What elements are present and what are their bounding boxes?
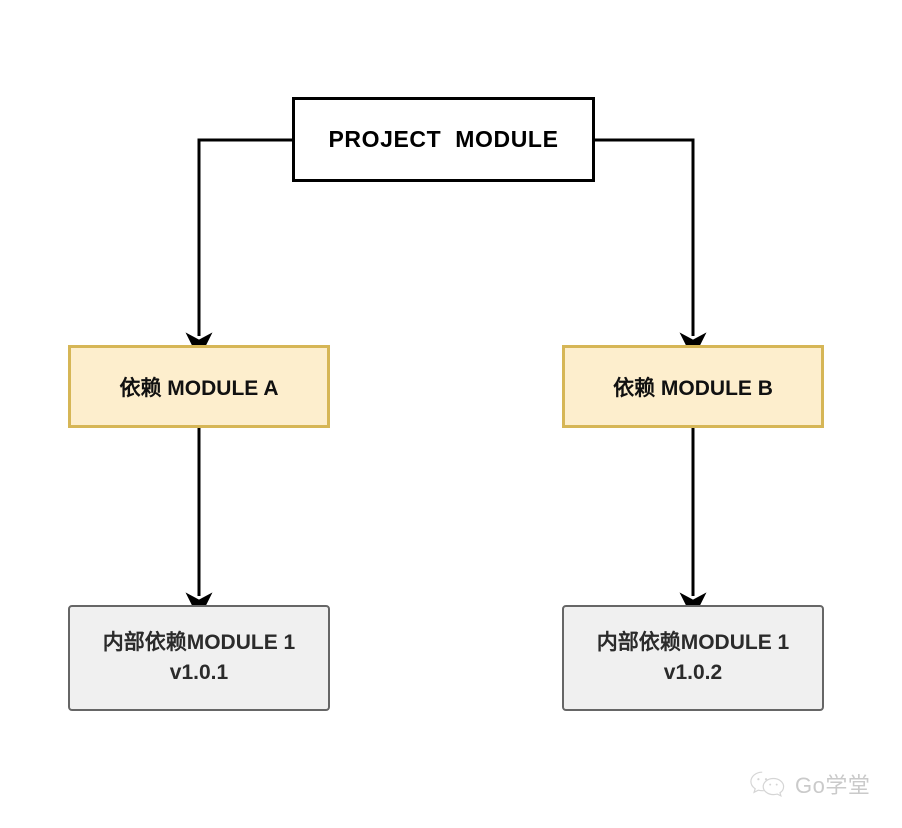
node-internal-module-1-v102-version: v1.0.2 — [663, 661, 723, 684]
node-dependency-module-b-label: 依赖 MODULE B — [613, 376, 773, 400]
wechat-icon — [750, 771, 785, 798]
node-dependency-module-a-label: 依赖 MODULE A — [119, 376, 279, 400]
edge-root-to-module-a — [185, 138, 292, 360]
watermark-label: Go学堂 — [795, 773, 871, 798]
node-internal-module-1-v102-label: 内部依赖MODULE 1 — [596, 630, 790, 654]
node-project-module-label: PROJECT MODULE — [328, 126, 559, 152]
edge-root-to-module-b — [595, 138, 707, 360]
watermark: Go学堂 — [748, 768, 870, 800]
node-internal-module-1-v101-label: 内部依赖MODULE 1 — [102, 630, 296, 654]
node-internal-module-1-v101[interactable]: 内部依赖MODULE 1 v1.0.1 — [68, 605, 330, 711]
node-internal-module-1-v101-version: v1.0.1 — [169, 661, 229, 684]
node-project-module[interactable]: PROJECT MODULE — [292, 97, 595, 182]
node-dependency-module-a[interactable]: 依赖 MODULE A — [68, 345, 330, 428]
node-internal-module-1-v102[interactable]: 内部依赖MODULE 1 v1.0.2 — [562, 605, 824, 711]
node-dependency-module-b[interactable]: 依赖 MODULE B — [562, 345, 824, 428]
